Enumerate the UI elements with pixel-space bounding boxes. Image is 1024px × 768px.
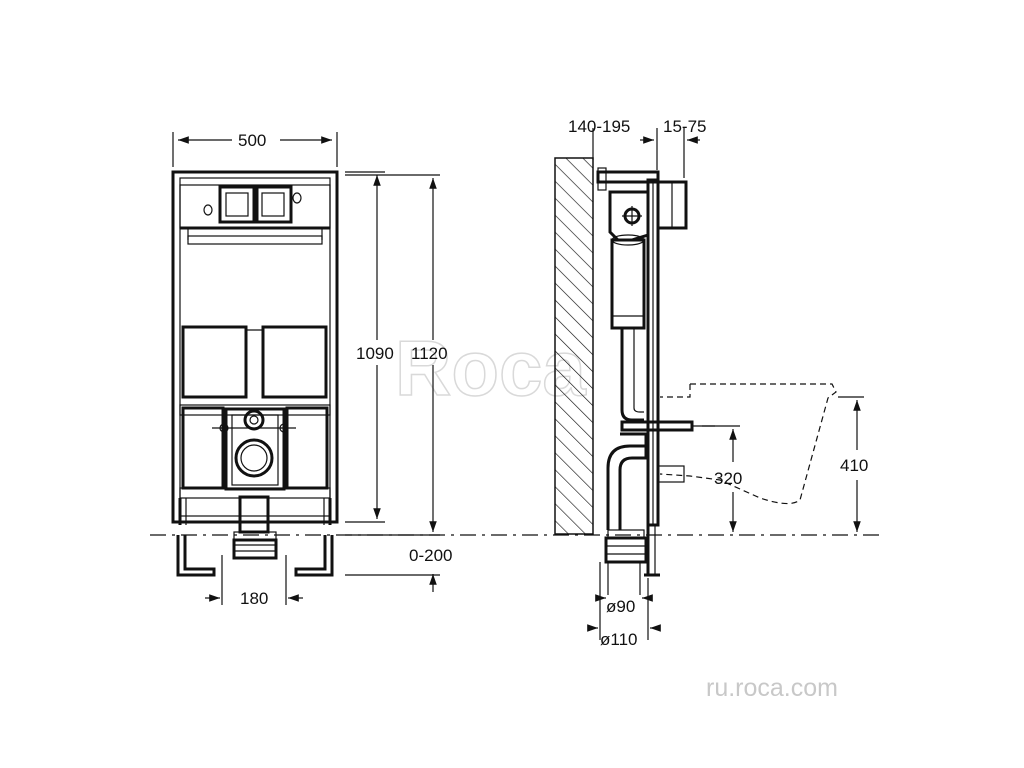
- label-15-75: 15-75: [663, 117, 706, 136]
- label-o90: ø90: [606, 597, 635, 616]
- label-o110: ø110: [600, 630, 638, 649]
- label-180: 180: [240, 589, 268, 608]
- front-view: [171, 170, 339, 577]
- label-1120: 1120: [411, 344, 448, 363]
- side-dimensions: [587, 128, 864, 640]
- drain-pipe-front: [238, 495, 270, 534]
- label-500: 500: [238, 131, 266, 150]
- label-410: 410: [840, 456, 868, 475]
- label-140-195: 140-195: [568, 117, 630, 136]
- label-1090: 1090: [356, 344, 394, 363]
- side-view: [554, 157, 837, 577]
- wall-hatched: [554, 157, 594, 535]
- front-dimensions: [172, 132, 440, 605]
- label-0-200: 0-200: [409, 546, 452, 565]
- flush-plate-opening-right: [255, 185, 293, 224]
- flush-plate-opening-left: [218, 185, 256, 224]
- site-watermark: ru.roca.com: [706, 674, 838, 702]
- wc-bowl-outline: [659, 383, 837, 505]
- label-320: 320: [714, 469, 742, 488]
